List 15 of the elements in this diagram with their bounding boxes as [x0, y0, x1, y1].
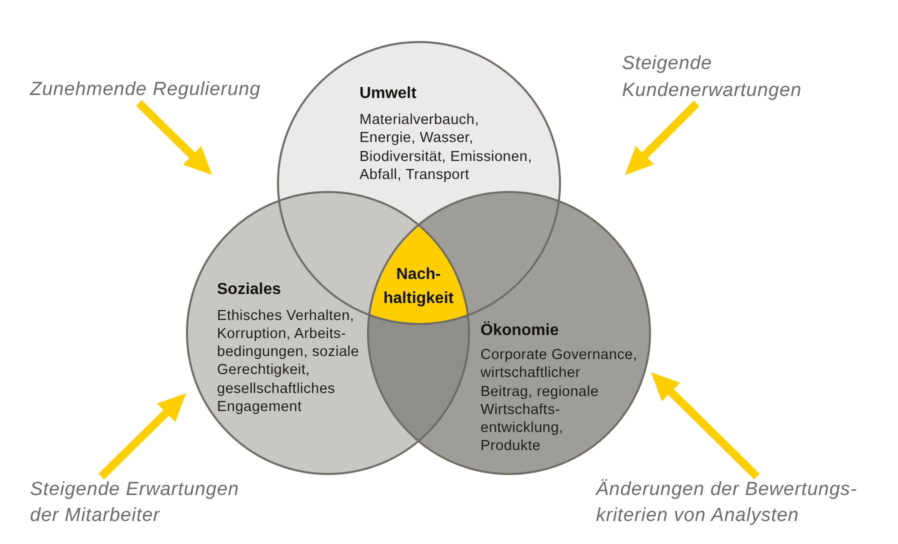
category-description: Ethisches Verhalten, Korruption, Arbeits- bedingungen, soziale Gerechtigkeit, gesellschaftliches Engagement	[217, 306, 360, 416]
center-label: Nach- haltigkeit	[383, 264, 454, 309]
influence-label: Zunehmende Regulierung	[30, 77, 261, 103]
category-description: Materialverbauch, Energie, Wasser, Biodiversität, Emissionen, Abfall, Transport	[360, 111, 534, 184]
category-title: Soziales	[217, 281, 282, 299]
arrow	[648, 370, 760, 480]
influence-label: Änderungen der Bewertungs- kriterien von Analysten	[596, 476, 864, 530]
arrow	[622, 100, 700, 178]
arrow	[136, 100, 215, 178]
category-title: Umwelt	[360, 85, 416, 103]
category-description: Corporate Governance, wirtschaftlicher Beitrag, regionale Wirtschafts- entwicklung, Produkte	[480, 346, 638, 456]
influence-label: Steigende Kundenerwartungen	[622, 50, 810, 104]
influence-label: Steigende Erwartungen der Mitarbeiter	[30, 476, 252, 530]
category-title: Ökonomie	[480, 322, 559, 340]
venn-circle	[367, 191, 651, 475]
